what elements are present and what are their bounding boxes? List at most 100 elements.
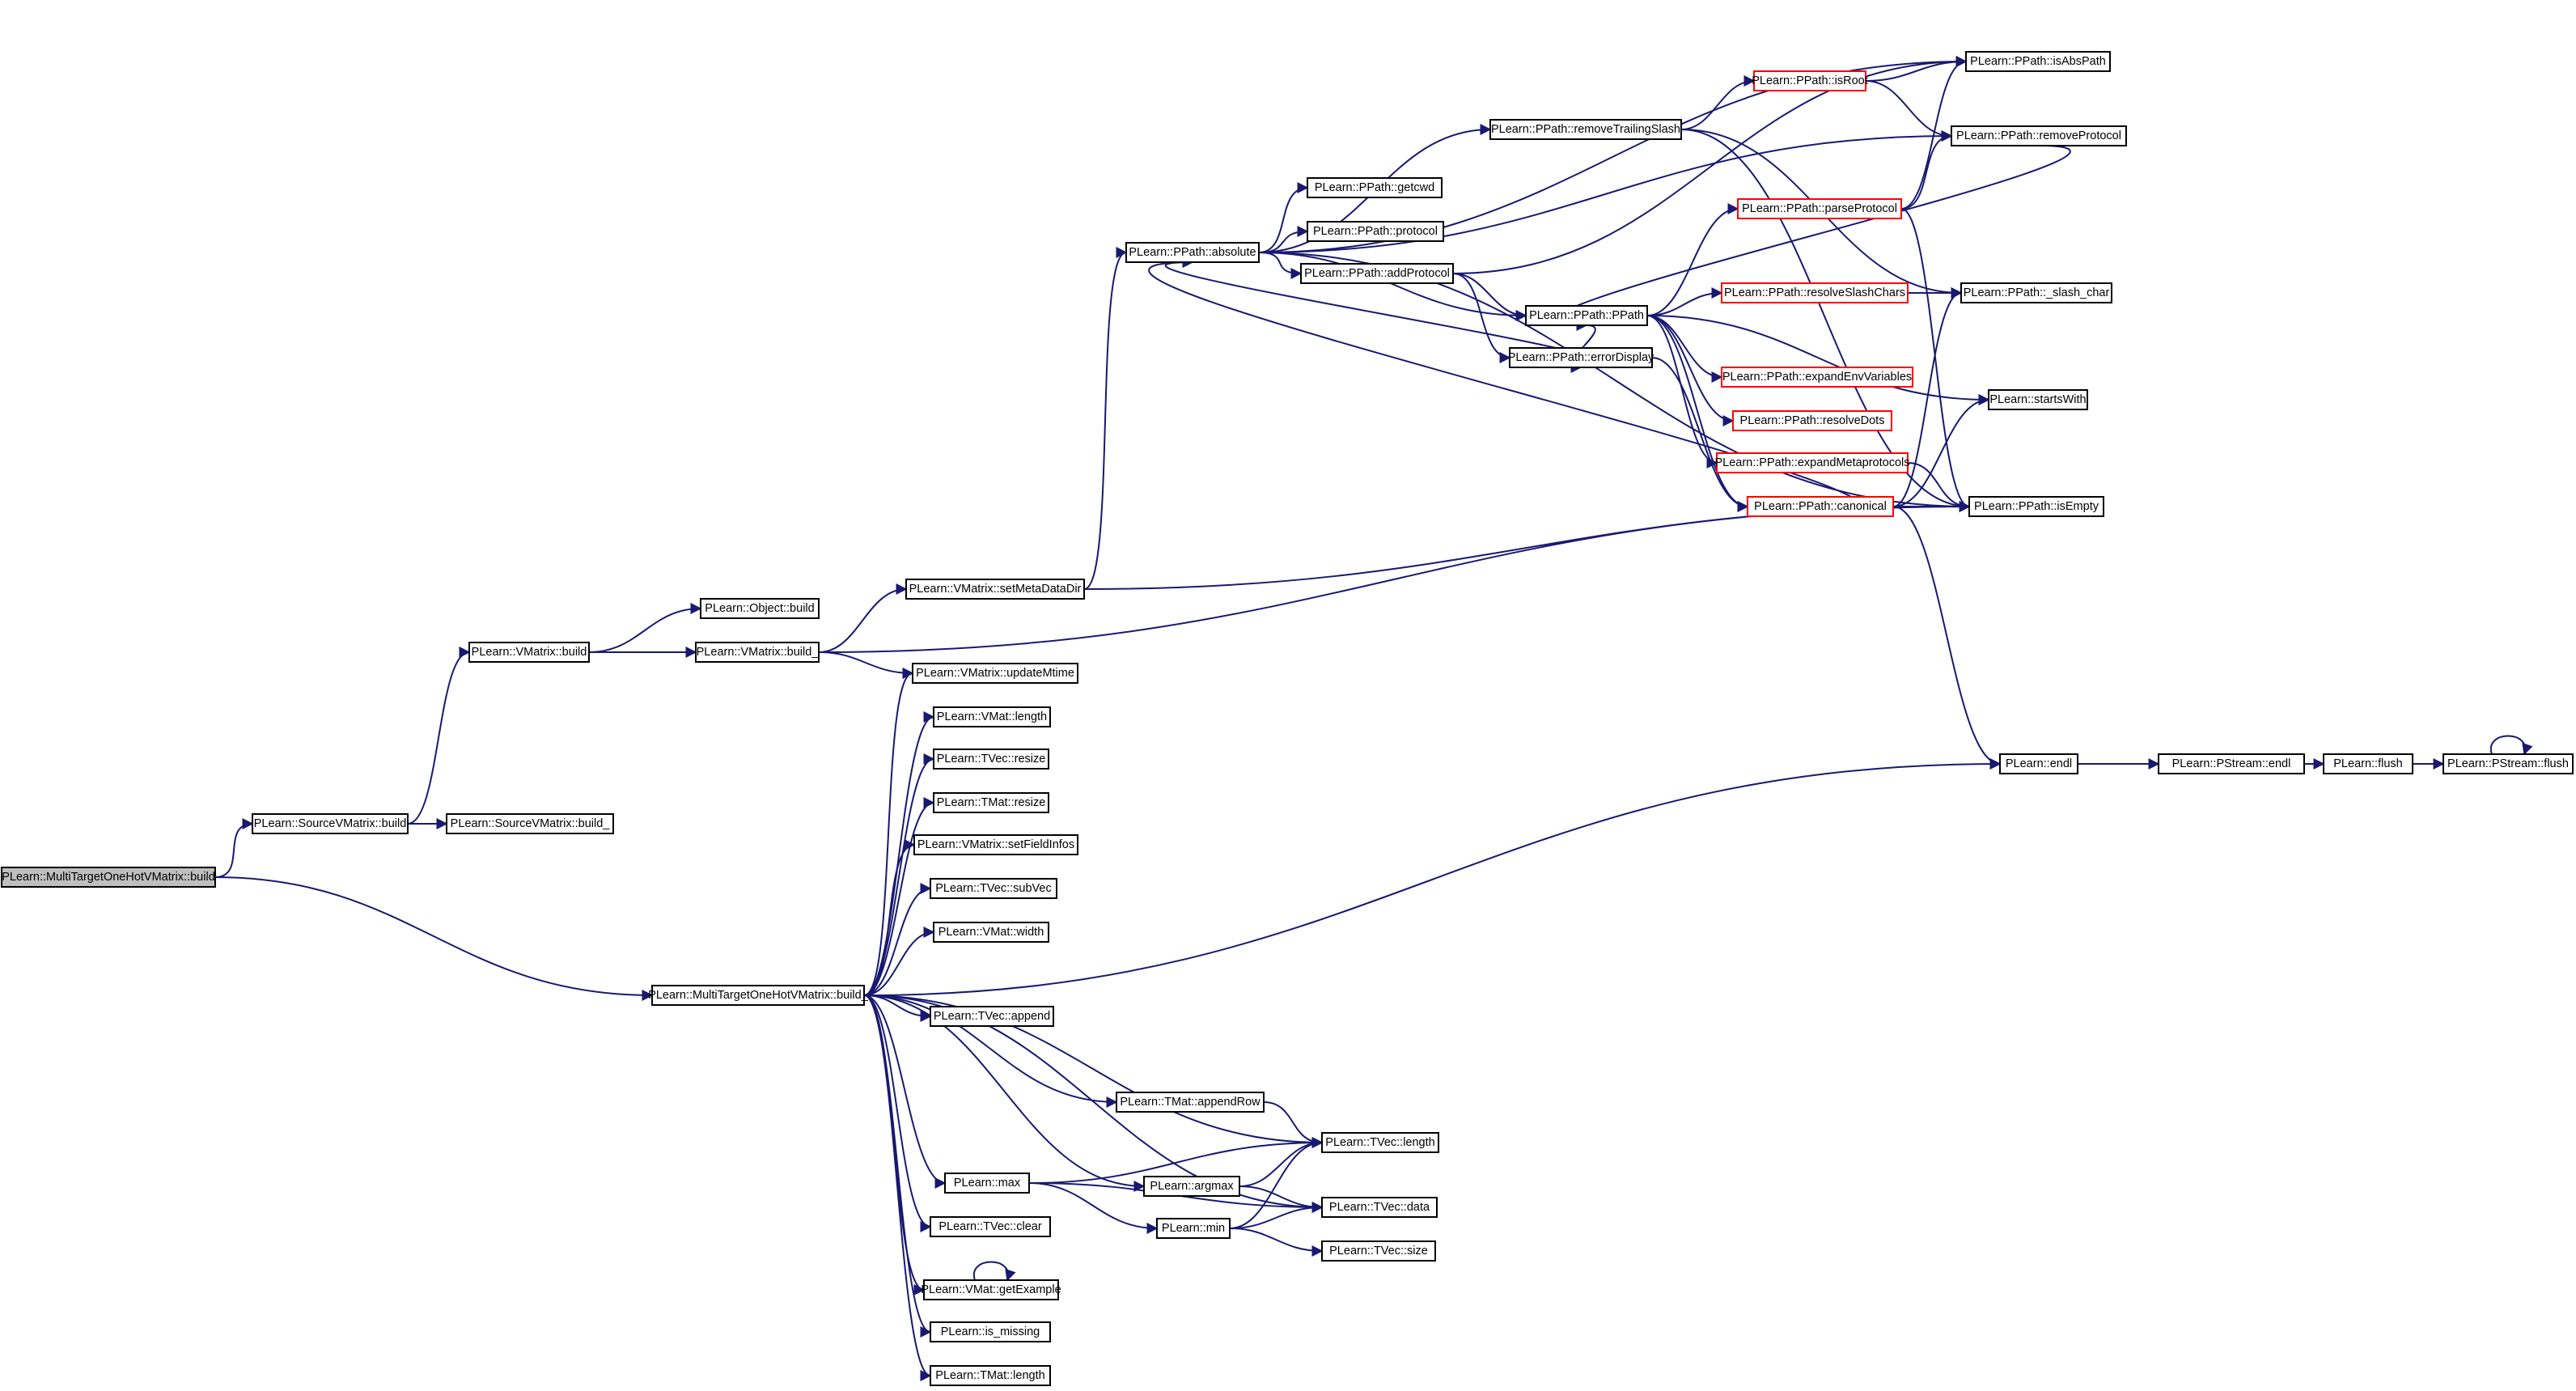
node-isabspath[interactable]: PLearn::PPath::isAbsPath bbox=[1965, 51, 2111, 72]
node-box[interactable] bbox=[700, 598, 820, 619]
node-box[interactable] bbox=[930, 878, 1057, 899]
node-tvec_clear[interactable]: PLearn::TVec::clear bbox=[930, 1216, 1051, 1237]
node-addprotocol[interactable]: PLearn::PPath::addProtocol bbox=[1300, 263, 1454, 284]
node-expandmeta[interactable]: PLearn::PPath::expandMetaprotocols bbox=[1714, 452, 1910, 473]
node-box[interactable] bbox=[923, 1279, 1059, 1300]
node-box[interactable] bbox=[1960, 282, 2112, 303]
node-removeprotocol[interactable]: PLearn::PPath::removeProtocol bbox=[1951, 125, 2127, 146]
node-pstream_flush[interactable]: PLearn::PStream::flush bbox=[2443, 753, 2574, 774]
node-is_missing[interactable]: PLearn::is_missing bbox=[930, 1321, 1051, 1342]
node-box[interactable] bbox=[2443, 753, 2574, 774]
node-protocol[interactable]: PLearn::PPath::protocol bbox=[1307, 221, 1444, 242]
node-ppath[interactable]: PLearn::PPath::PPath bbox=[1525, 305, 1648, 326]
node-box[interactable] bbox=[1968, 496, 2104, 517]
node-vm_build[interactable]: PLearn::VMatrix::build bbox=[468, 642, 590, 663]
node-subvec[interactable]: PLearn::TVec::subVec bbox=[930, 878, 1057, 899]
node-box[interactable] bbox=[1747, 496, 1894, 517]
node-box[interactable] bbox=[695, 642, 820, 663]
node-box[interactable] bbox=[1951, 125, 2127, 146]
node-obj_build[interactable]: PLearn::Object::build bbox=[700, 598, 820, 619]
node-box[interactable] bbox=[1321, 1240, 1436, 1262]
node-canonical[interactable]: PLearn::PPath::canonical bbox=[1747, 496, 1894, 517]
node-box[interactable] bbox=[933, 792, 1049, 813]
node-box[interactable] bbox=[2323, 753, 2413, 774]
node-isroot[interactable]: PLearn::PPath::isRoot bbox=[1752, 70, 1868, 91]
node-box[interactable] bbox=[1732, 410, 1892, 431]
node-box[interactable] bbox=[930, 1365, 1051, 1386]
node-root[interactable]: PLearn::MultiTargetOneHotVMatrix::build bbox=[1, 867, 216, 888]
node-errordisplay[interactable]: PLearn::PPath::errorDisplay bbox=[1508, 347, 1654, 368]
node-box[interactable] bbox=[912, 663, 1078, 684]
node-endl[interactable]: PLearn::endl bbox=[1999, 753, 2078, 774]
node-min[interactable]: PLearn::min bbox=[1156, 1218, 1231, 1239]
node-box[interactable] bbox=[468, 642, 590, 663]
node-tvec_data[interactable]: PLearn::TVec::data bbox=[1321, 1197, 1438, 1218]
node-box[interactable] bbox=[1156, 1218, 1231, 1239]
node-getcwd[interactable]: PLearn::PPath::getcwd bbox=[1307, 177, 1443, 198]
node-box[interactable] bbox=[1737, 198, 1902, 219]
node-isempty[interactable]: PLearn::PPath::isEmpty bbox=[1968, 496, 2104, 517]
node-box[interactable] bbox=[1753, 70, 1866, 91]
node-appendrow[interactable]: PLearn::TMat::appendRow bbox=[1116, 1092, 1265, 1113]
node-startswith[interactable]: PLearn::startsWith bbox=[1988, 389, 2088, 410]
node-pstream_endl[interactable]: PLearn::PStream::endl bbox=[2158, 753, 2305, 774]
node-box[interactable] bbox=[1999, 753, 2078, 774]
node-box[interactable] bbox=[1125, 242, 1260, 263]
node-box[interactable] bbox=[1300, 263, 1454, 284]
node-expandenv[interactable]: PLearn::PPath::expandEnvVariables bbox=[1721, 367, 1913, 388]
node-box[interactable] bbox=[1, 867, 216, 888]
node-tvec_length[interactable]: PLearn::TVec::length bbox=[1321, 1132, 1439, 1153]
node-box[interactable] bbox=[446, 813, 614, 834]
node-setmeta[interactable]: PLearn::VMatrix::setMetaDataDir bbox=[905, 579, 1085, 600]
node-box[interactable] bbox=[944, 1173, 1030, 1194]
node-box[interactable] bbox=[1716, 452, 1909, 473]
node-resolvedots[interactable]: PLearn::PPath::resolveDots bbox=[1732, 410, 1892, 431]
node-resolveslash[interactable]: PLearn::PPath::resolveSlashChars bbox=[1721, 282, 1909, 303]
node-box[interactable] bbox=[1721, 282, 1909, 303]
node-mt_build_[interactable]: PLearn::MultiTargetOneHotVMatrix::build_ bbox=[648, 985, 869, 1006]
node-box[interactable] bbox=[930, 1321, 1051, 1342]
node-box[interactable] bbox=[651, 985, 865, 1006]
node-box[interactable] bbox=[1143, 1176, 1240, 1197]
node-box[interactable] bbox=[252, 813, 409, 834]
node-box[interactable] bbox=[905, 579, 1085, 600]
node-box[interactable] bbox=[1965, 51, 2111, 72]
node-absolute[interactable]: PLearn::PPath::absolute bbox=[1125, 242, 1260, 263]
node-svm_build_[interactable]: PLearn::SourceVMatrix::build_ bbox=[446, 813, 614, 834]
node-box[interactable] bbox=[933, 706, 1051, 727]
node-svm_build[interactable]: PLearn::SourceVMatrix::build bbox=[252, 813, 409, 834]
node-argmax[interactable]: PLearn::argmax bbox=[1143, 1176, 1240, 1197]
node-tvec_resize[interactable]: PLearn::TVec::resize bbox=[933, 749, 1049, 770]
node-box[interactable] bbox=[913, 834, 1078, 855]
node-tvec_size[interactable]: PLearn::TVec::size bbox=[1321, 1240, 1436, 1262]
node-box[interactable] bbox=[1721, 367, 1913, 388]
node-box[interactable] bbox=[933, 922, 1049, 943]
node-box[interactable] bbox=[1525, 305, 1648, 326]
node-box[interactable] bbox=[1988, 389, 2088, 410]
node-updatemtime[interactable]: PLearn::VMatrix::updateMtime bbox=[912, 663, 1078, 684]
node-vmat_length[interactable]: PLearn::VMat::length bbox=[933, 706, 1051, 727]
node-box[interactable] bbox=[1321, 1197, 1438, 1218]
node-vmat_width[interactable]: PLearn::VMat::width bbox=[933, 922, 1049, 943]
node-box[interactable] bbox=[1489, 119, 1682, 140]
node-box[interactable] bbox=[2158, 753, 2305, 774]
node-slashchar[interactable]: PLearn::PPath::_slash_char bbox=[1960, 282, 2112, 303]
node-flush[interactable]: PLearn::flush bbox=[2323, 753, 2413, 774]
node-max[interactable]: PLearn::max bbox=[944, 1173, 1030, 1194]
node-getexample[interactable]: PLearn::VMat::getExample bbox=[921, 1279, 1061, 1300]
node-box[interactable] bbox=[1307, 177, 1443, 198]
node-tmat_resize[interactable]: PLearn::TMat::resize bbox=[933, 792, 1049, 813]
node-setfieldinfos[interactable]: PLearn::VMatrix::setFieldInfos bbox=[913, 834, 1078, 855]
node-box[interactable] bbox=[930, 1216, 1051, 1237]
node-box[interactable] bbox=[933, 749, 1049, 770]
node-box[interactable] bbox=[1321, 1132, 1439, 1153]
node-box[interactable] bbox=[930, 1006, 1054, 1027]
node-box[interactable] bbox=[1509, 347, 1653, 368]
node-box[interactable] bbox=[1307, 221, 1444, 242]
node-vm_build_[interactable]: PLearn::VMatrix::build_ bbox=[695, 642, 820, 663]
node-tmat_length[interactable]: PLearn::TMat::length bbox=[930, 1365, 1051, 1386]
node-removetrailing[interactable]: PLearn::PPath::removeTrailingSlash bbox=[1489, 119, 1682, 140]
node-append[interactable]: PLearn::TVec::append bbox=[930, 1006, 1054, 1027]
node-parseprotocol[interactable]: PLearn::PPath::parseProtocol bbox=[1737, 198, 1902, 219]
node-box[interactable] bbox=[1116, 1092, 1265, 1113]
